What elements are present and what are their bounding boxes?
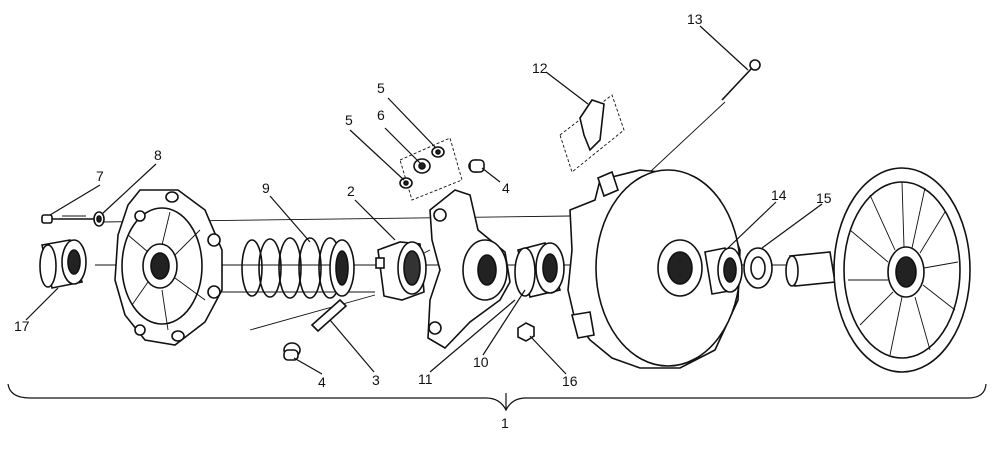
callout-13: 13 [687,11,703,27]
callout-4-lower: 4 [318,374,326,390]
callout-16: 16 [562,373,578,389]
washer-nut-stack [399,137,463,201]
callout-17: 17 [14,318,30,334]
roller-part-upper [468,159,485,173]
callout-3: 3 [372,372,380,388]
spacer-part [704,247,743,295]
callout-5-top: 5 [377,80,385,96]
assembly-bracket [7,383,987,412]
callout-1: 1 [501,415,509,431]
pin-part [310,298,348,333]
leader-lines [25,25,823,410]
callout-5-left: 5 [345,112,353,128]
callout-9: 9 [262,180,270,196]
callout-15: 15 [816,190,832,206]
movable-sheave-part [567,169,741,369]
spider-part [427,189,511,350]
callout-4-upper: 4 [502,180,510,196]
callout-6: 6 [377,107,385,123]
callout-8: 8 [154,147,162,163]
thrust-washer-part [743,247,773,289]
spring-part [241,237,355,299]
clip-part [559,94,625,173]
roller-bushing-part [39,239,87,289]
callout-7: 7 [96,168,104,184]
callout-14: 14 [771,187,787,203]
spider-nut-part [375,241,427,301]
callout-12: 12 [532,60,548,76]
roller-part-lower [283,342,301,361]
washer-part [93,211,105,227]
callout-10: 10 [473,354,489,370]
fixed-sheave-part [785,167,971,373]
callout-2: 2 [347,183,355,199]
bolt-part [41,214,94,224]
callout-11: 11 [418,371,433,387]
cover-plate-part [114,189,223,346]
bushing-part [514,242,565,298]
long-bolt-part [721,59,761,101]
